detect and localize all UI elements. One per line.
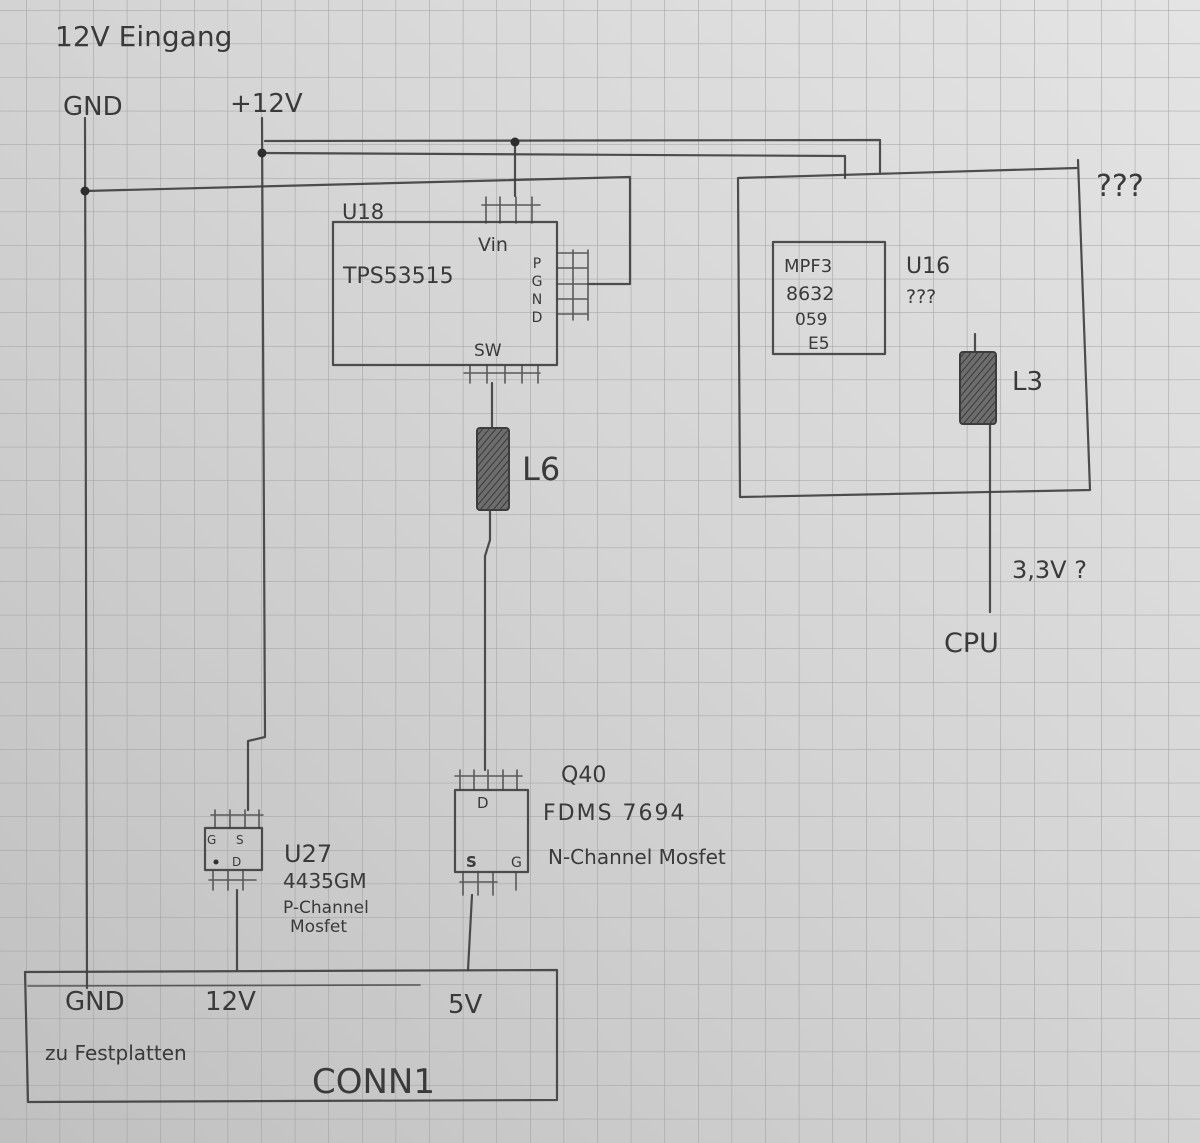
u16-marking-line4: E5 [808,334,830,354]
q40-to-conn1-wire [466,893,474,972]
u18-pgnd-pins [556,249,589,321]
q40-source-gate-pins [459,871,517,896]
q40-part-label: FDMS 7694 [543,801,687,826]
conn1-ref-label: CONN1 [312,1062,435,1102]
u16-marking-line1: MPF3 [784,256,832,277]
u18-sw-label: SW [474,341,502,361]
vin-junction-dot [510,137,520,147]
l6-ref-label: L6 [522,450,560,488]
q40-pin-s-label: S [466,853,477,871]
u18-chip-outline [331,220,559,367]
conn1-gnd-label: GND [65,987,125,1017]
unknown-block-note: ??? [1096,169,1144,204]
u16-ref-label: U16 [906,254,950,279]
u27-type-line1: P-Channel [283,898,369,918]
conn1-outline [23,968,559,1104]
q40-chip-outline [453,788,530,874]
input-gnd-label: GND [63,92,123,122]
l3-ref-label: L3 [1012,367,1043,397]
q40-pin-d-label: D [477,794,489,812]
u27-type-line2: Mosfet [290,917,347,937]
u16-chip-outline [771,240,887,356]
cpu-label: CPU [944,628,999,659]
conn1-5v-label: 5V [448,990,483,1020]
q40-drain-pins [454,769,523,791]
u18-part-label: TPS53515 [342,264,454,289]
conn1-inner-line [27,984,421,987]
l6-to-q40-wire [483,508,492,772]
u18-pgnd-label: PGND [529,256,545,328]
u27-part-label: 4435GM [283,869,367,893]
u27-pin-g-label: G [207,833,216,847]
gnd-bus-wire [83,175,632,286]
u27-bottom-pins [208,869,257,891]
l3-inductor [959,351,997,425]
u27-pin-d-label: D [232,855,241,869]
input-12v-label: +12V [230,89,303,119]
u27-pin-s-label: S [236,833,244,847]
u27-chip-outline [203,826,264,872]
u27-top-pins [210,809,264,829]
gnd-junction-dot [80,186,90,196]
cpu-rail-voltage-label: 3,3V ? [1012,556,1087,584]
u27-ref-label: U27 [284,840,332,868]
v12-bus-lower-wire [260,151,847,180]
gnd-rail-wire [83,116,89,990]
q40-type-label: N-Channel Mosfet [548,845,726,869]
u18-vin-pins [481,196,541,224]
u18-sw-pins [463,364,541,384]
u16-part-unknown: ??? [906,286,936,308]
u16-marking-line2: 8632 [786,283,834,305]
l6-inductor [476,427,510,511]
u16-marking-line3: 059 [795,310,827,330]
v12-junction-dot [257,148,267,158]
diagram-title: 12V Eingang [55,20,232,53]
u27-pin1-dot [213,859,219,865]
v12-bus-upper-wire [263,138,882,174]
q40-ref-label: Q40 [561,763,606,788]
u18-ref-label: U18 [342,200,384,224]
u18-vin-label: Vin [478,234,508,256]
conn1-12v-label: 12V [205,987,256,1017]
v12-rail-wire [246,116,267,812]
u16-block-outline [736,158,1092,499]
q40-pin-g-label: G [511,855,522,871]
conn1-note: zu Festplatten [45,1041,187,1065]
